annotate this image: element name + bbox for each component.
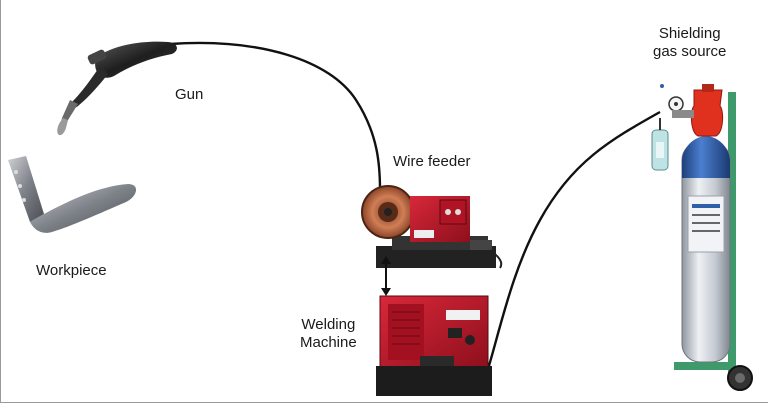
label-gas-source-line1: Shielding: [658, 25, 721, 42]
label-welding-machine-line1: Welding: [301, 316, 356, 333]
label-gas-source-line2: gas source: [653, 43, 727, 60]
label-welding-machine: Welding Machine: [300, 316, 357, 352]
label-wire-feeder: Wire feeder: [393, 153, 471, 171]
label-workpiece-text: Workpiece: [36, 262, 107, 279]
label-workpiece: Workpiece: [36, 262, 107, 280]
welding-gun-icon: [57, 41, 177, 136]
label-shielding-gas-source: Shielding gas source: [653, 25, 726, 61]
workpiece-icon: [8, 156, 137, 233]
label-gun-text: Gun: [175, 86, 204, 103]
label-gun: Gun: [175, 86, 203, 104]
welding-machine-icon: [376, 295, 492, 396]
label-welding-machine-line2: Machine: [300, 334, 357, 351]
label-wire-feeder-text: Wire feeder: [393, 153, 471, 170]
wire-feeder-icon: [361, 185, 503, 269]
gas-cylinder-icon: [651, 84, 753, 391]
gas-hose: [484, 110, 661, 377]
connection-arrow: [381, 256, 391, 296]
gun-cable: [169, 41, 382, 191]
